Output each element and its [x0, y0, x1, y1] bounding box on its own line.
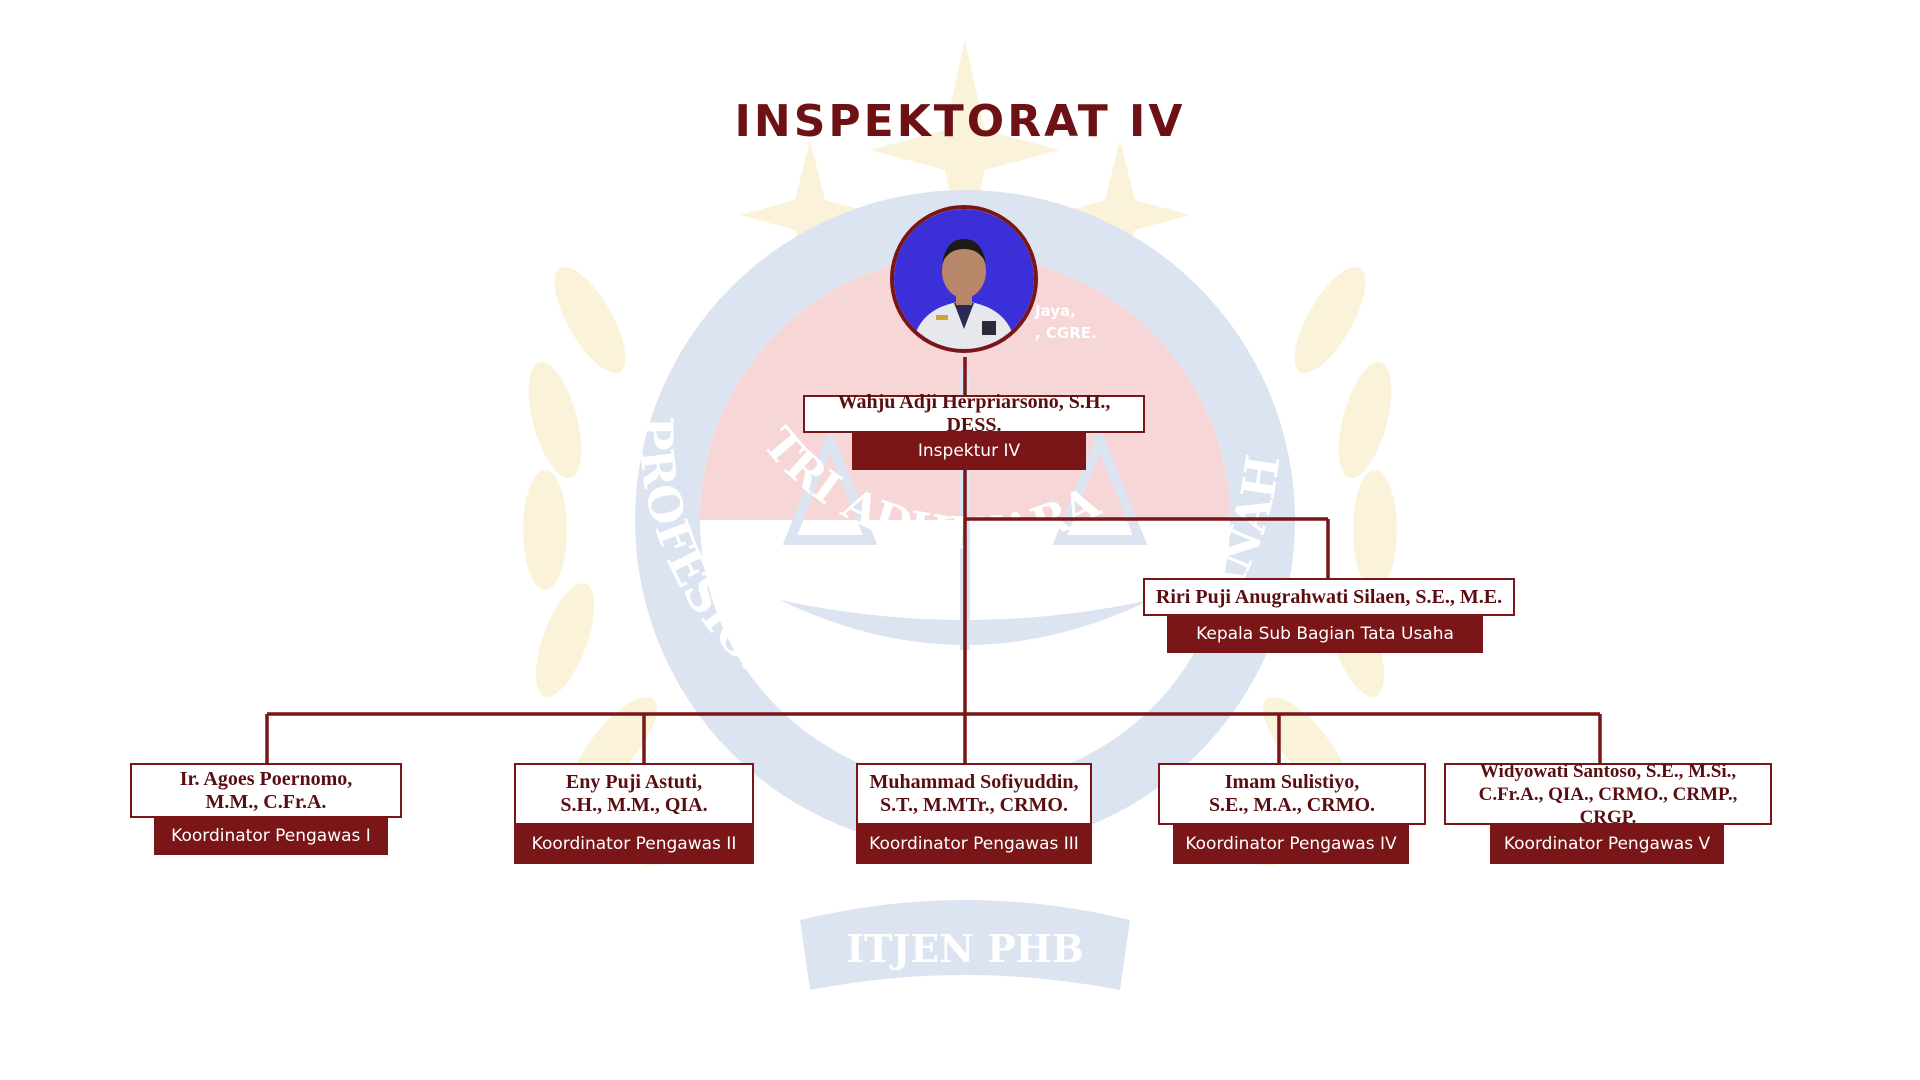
page-title: INSPEKTORAT IV	[734, 96, 1186, 147]
coordinator-name: Eny Puji Astuti, S.H., M.M., QIA.	[514, 763, 754, 825]
admin-name: Riri Puji Anugrahwati Silaen, S.E., M.E.	[1143, 578, 1515, 616]
coordinator-name: Muhammad Sofiyuddin, S.T., M.MTr., CRMO.	[856, 763, 1092, 825]
coordinator-name: Widyowati Santoso, S.E., M.Si., C.Fr.A.,…	[1444, 761, 1772, 828]
avatar-overlap-text: Jaya, , CGRE.	[1035, 302, 1097, 342]
head-avatar	[890, 205, 1038, 353]
coordinator-role: Koordinator Pengawas II	[514, 824, 754, 864]
person-icon	[894, 209, 1034, 349]
admin-role: Kepala Sub Bagian Tata Usaha	[1167, 615, 1483, 653]
coordinator-name: Imam Sulistiyo, S.E., M.A., CRMO.	[1158, 763, 1426, 825]
coordinator-role: Koordinator Pengawas IV	[1173, 824, 1409, 864]
coordinator-name: Ir. Agoes Poernomo, M.M., C.Fr.A.	[130, 763, 402, 818]
coordinator-role: Koordinator Pengawas V	[1490, 824, 1724, 864]
head-name: Wahju Adji Herpriarsono, S.H., DESS.	[803, 391, 1145, 436]
coordinator-role: Koordinator Pengawas I	[154, 817, 388, 855]
coordinator-role: Koordinator Pengawas III	[856, 824, 1092, 864]
head-role: Inspektur IV	[852, 432, 1086, 470]
